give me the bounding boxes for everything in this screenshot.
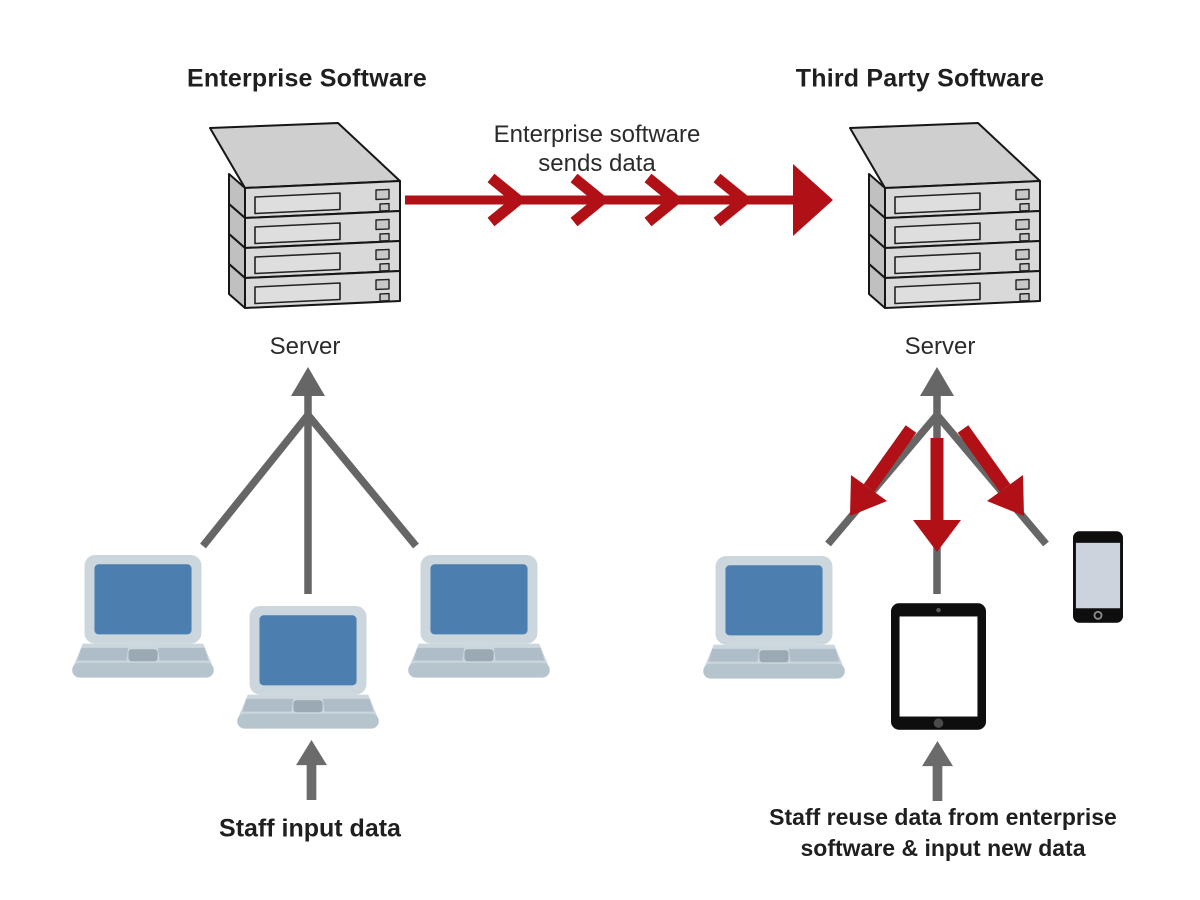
right-up-arrowhead-icon [920, 367, 954, 396]
red-down-arrowhead-right-icon [987, 475, 1024, 516]
tablet-icon [891, 603, 986, 730]
left-title: Enterprise Software [187, 64, 427, 93]
flow-label-line2: sends data [538, 150, 656, 177]
staff-reuse-label-line1: Staff reuse data from enterprise [769, 804, 1117, 830]
thirdparty-server-stack-icon [830, 110, 1050, 320]
left-fan-line-left [200, 412, 311, 549]
flow-arrow-chevron [487, 173, 527, 227]
server-label-right: Server [904, 333, 976, 360]
staff-reuse-up-arrow-icon [921, 741, 954, 801]
staff-reuse-label: Staff reuse data from enterprise softwar… [769, 802, 1117, 864]
laptop-icon-left-3 [408, 555, 550, 679]
flow-label-line1: Enterprise software [493, 121, 701, 148]
flow-arrow-chevron [570, 173, 610, 227]
left-connector-fan [200, 367, 419, 594]
staff-reuse-label-line2: software & input new data [800, 835, 1086, 861]
red-down-arrow-left-stem [863, 425, 917, 492]
enterprise-server-stack-icon [190, 110, 410, 320]
laptop-icon-right [703, 556, 845, 680]
left-fan-line-right [305, 412, 419, 549]
red-down-arrowhead-center-icon [913, 520, 961, 552]
flow-label: Enterprise software sends data [494, 120, 701, 178]
flow-arrow-chevron [644, 173, 684, 227]
flow-arrowhead-icon [793, 164, 833, 236]
red-down-arrowhead-left-icon [850, 475, 887, 516]
staff-input-label: Staff input data [219, 814, 401, 843]
laptop-icon-left-1 [72, 555, 214, 679]
left-up-arrowhead-icon [291, 367, 325, 396]
smartphone-icon [1073, 531, 1123, 623]
staff-input-up-arrow-icon [295, 740, 328, 800]
red-down-arrow-right-stem [957, 425, 1011, 492]
laptop-icon-left-2 [237, 606, 379, 730]
right-title: Third Party Software [795, 64, 1045, 93]
server-label-left: Server [269, 333, 341, 360]
right-red-arrows [850, 425, 1024, 552]
flow-arrow-chevron [713, 173, 753, 227]
flow-arrow [405, 164, 833, 236]
